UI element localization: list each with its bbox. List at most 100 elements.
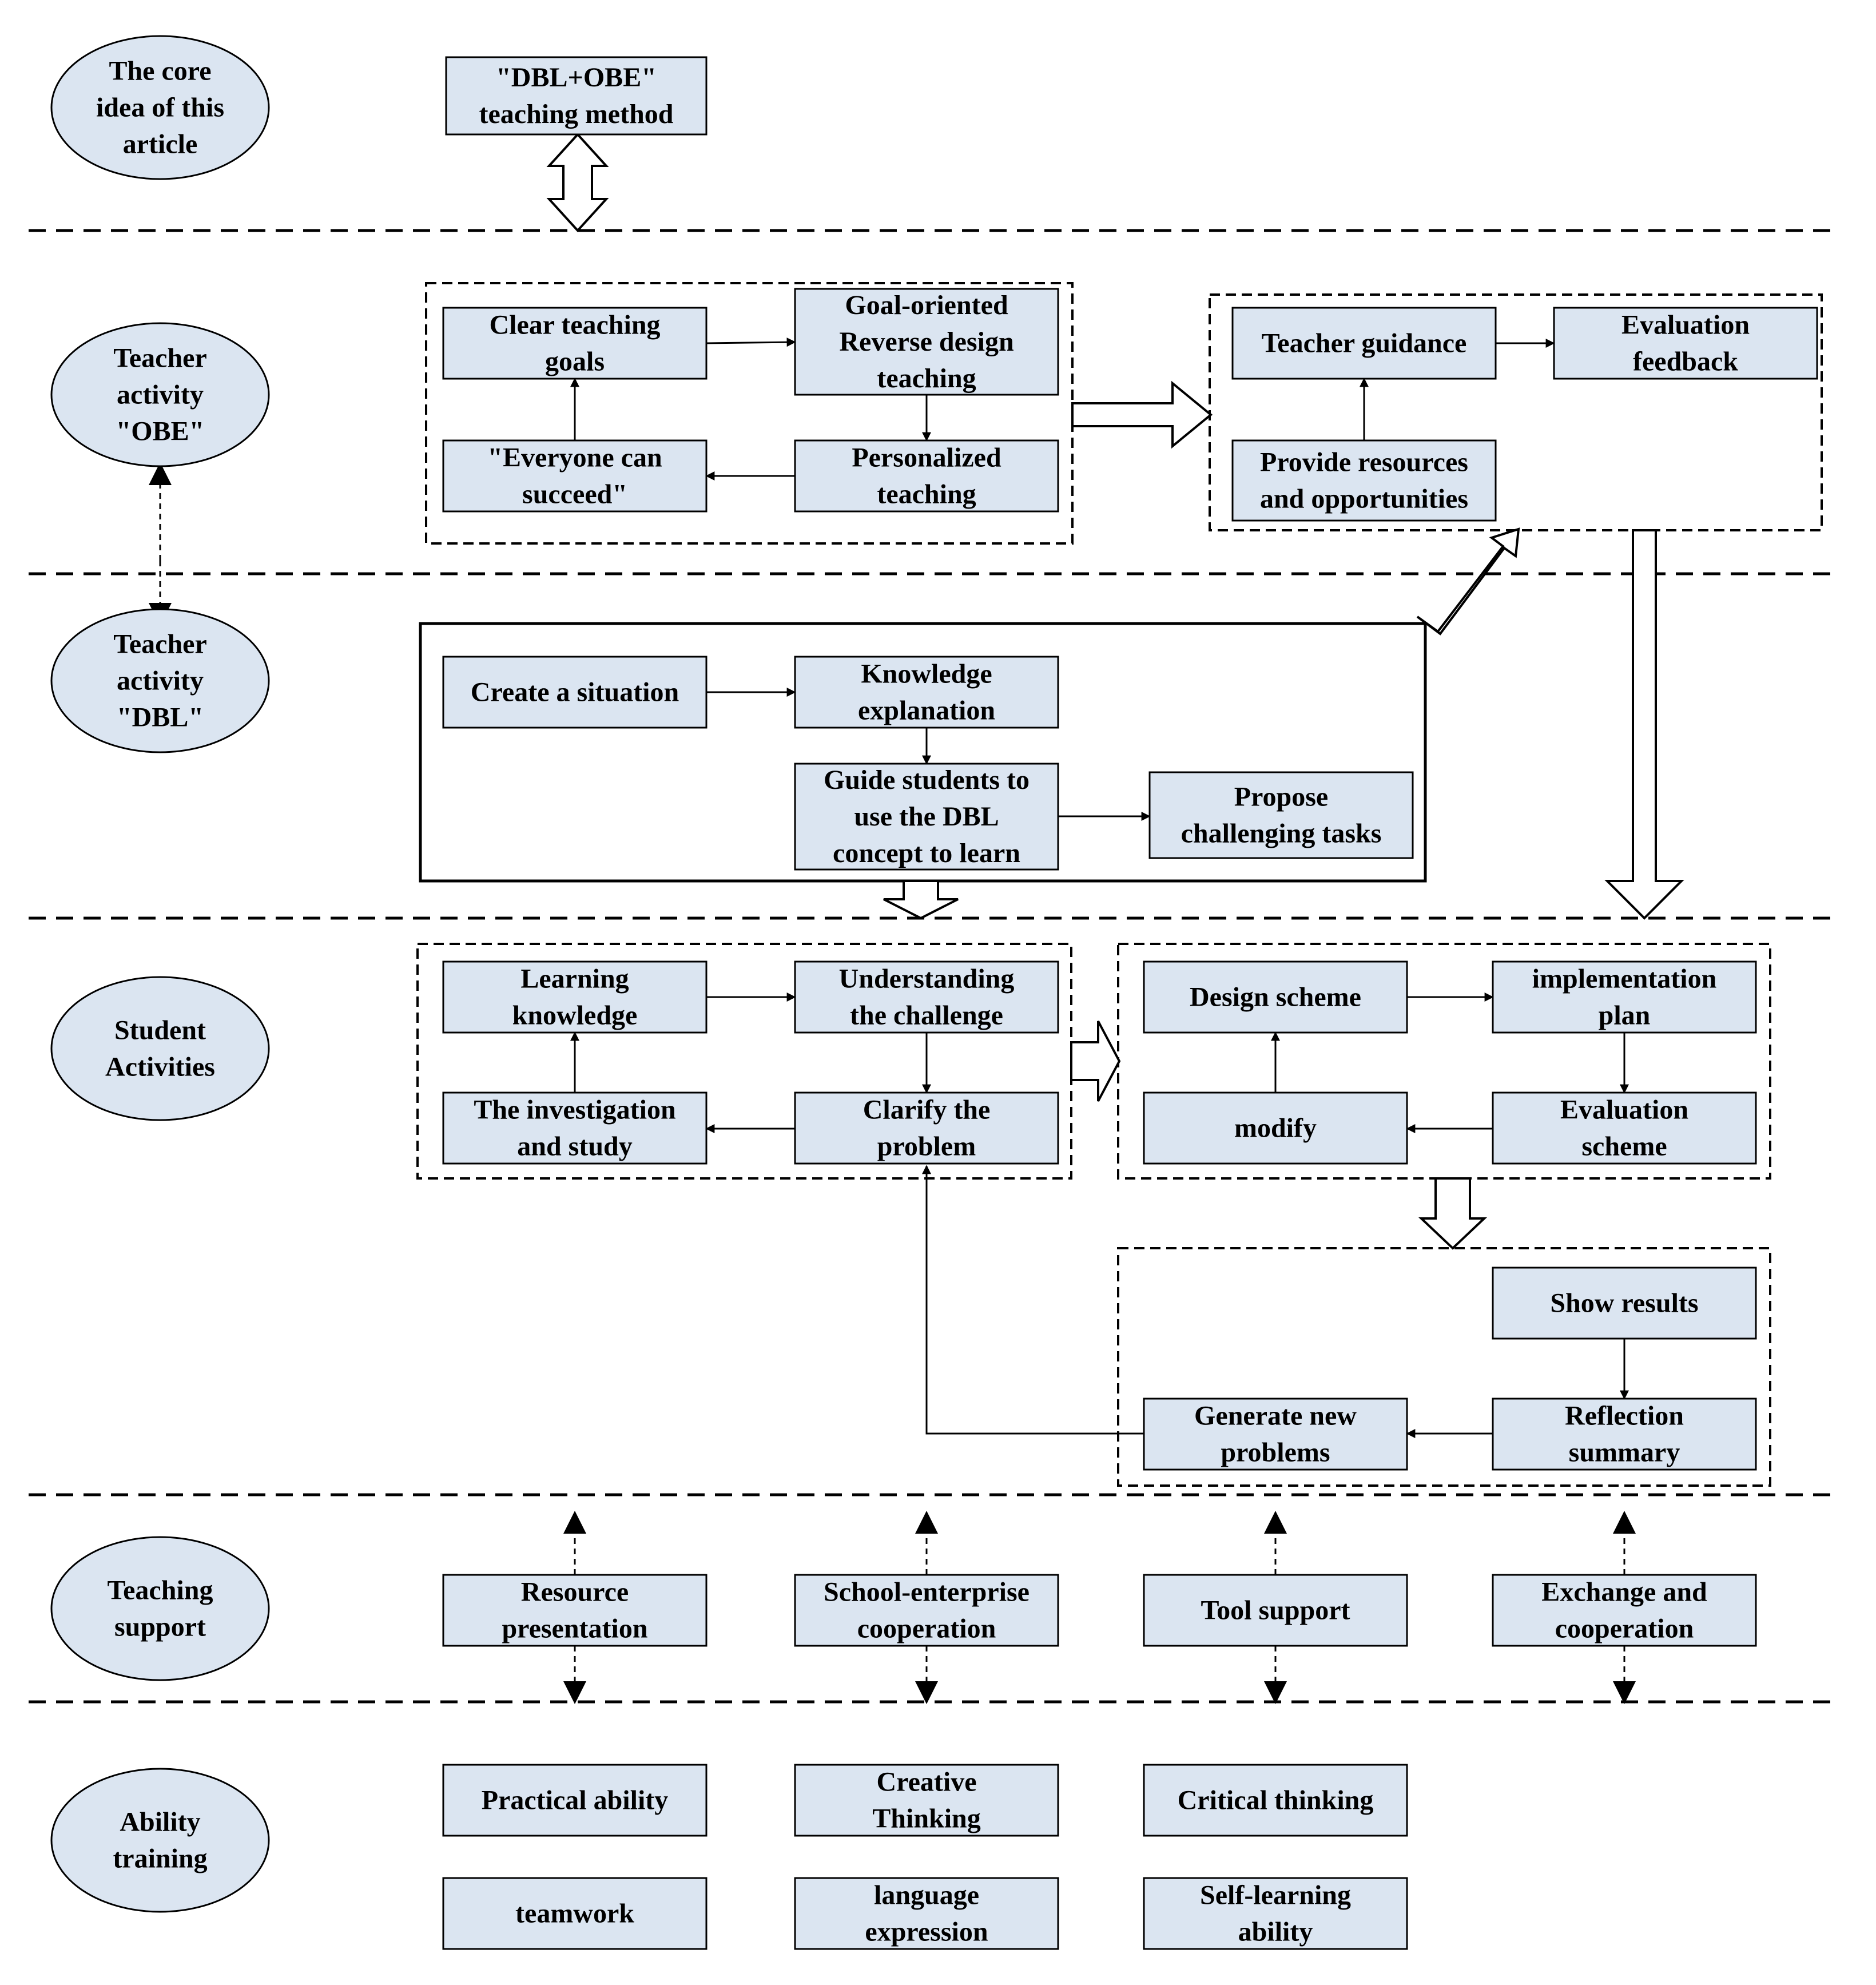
label-line: problem	[877, 1132, 976, 1162]
node-box	[442, 656, 708, 729]
label-line: activity	[117, 666, 204, 696]
label-line: Clear teaching	[489, 310, 660, 340]
label-line: teaching	[877, 479, 976, 510]
label-line: modify	[1234, 1113, 1317, 1144]
node-box	[445, 56, 708, 136]
node-box	[442, 1091, 708, 1165]
label-line: Reflection	[1565, 1401, 1684, 1431]
lane-ellipse	[50, 35, 270, 180]
label-line: use the DBL	[854, 801, 999, 832]
label-line: Teacher guidance	[1262, 328, 1467, 359]
lane-ellipse	[50, 1768, 270, 1913]
node-box	[442, 960, 708, 1034]
label-line: ability	[1238, 1917, 1313, 1947]
label-line: Creative	[876, 1767, 976, 1797]
label-line: School-enterprise	[824, 1577, 1030, 1607]
node-tool-support: Tool support	[1143, 1574, 1408, 1647]
node-teamwork: teamwork	[442, 1877, 708, 1950]
label-line: summary	[1569, 1438, 1680, 1468]
label-line: cooperation	[857, 1614, 996, 1644]
label-line: presentation	[502, 1614, 647, 1644]
student-results-group	[1117, 1247, 1771, 1487]
label-line: and study	[517, 1132, 632, 1162]
label-line: "DBL"	[117, 702, 204, 733]
generate-to-clarify-arrow	[922, 1165, 1144, 1435]
label-line: article	[123, 129, 198, 160]
node-box	[1492, 1267, 1757, 1340]
label-line: Student	[114, 1015, 206, 1046]
label-line: Design scheme	[1190, 982, 1361, 1013]
label-line: The core	[109, 56, 211, 86]
label-line: Understanding	[839, 964, 1015, 994]
lane-ellipse	[50, 608, 270, 753]
label-line: Knowledge	[861, 659, 992, 689]
label-line: goals	[545, 347, 605, 377]
node-box	[794, 1764, 1059, 1837]
node-box	[1143, 1398, 1408, 1471]
node-box	[794, 656, 1059, 729]
node-box	[1231, 439, 1497, 522]
label-line: cooperation	[1555, 1614, 1694, 1644]
lane-ellipse	[50, 976, 270, 1121]
node-critical-thinking: Critical thinking	[1143, 1764, 1408, 1837]
node-box	[442, 1877, 708, 1950]
label-line: Resource	[521, 1577, 629, 1607]
node-box	[1143, 1764, 1408, 1837]
label-line: scheme	[1581, 1132, 1667, 1162]
feedback-to-student-design-arrow	[1604, 529, 1684, 920]
node-school-enterprise: School-enterprise cooperation	[794, 1574, 1059, 1647]
label-line: Teacher	[113, 629, 207, 660]
label-line: activity	[117, 380, 204, 410]
lane-label-support: Teaching support	[50, 1536, 270, 1681]
label-line: Thinking	[872, 1804, 980, 1834]
lane-label-dbl: Teacher activity "DBL"	[50, 608, 270, 753]
node-box	[1143, 960, 1408, 1034]
label-line: Reverse design	[839, 327, 1013, 357]
label-line: challenging tasks	[1181, 819, 1382, 849]
node-box	[794, 288, 1059, 396]
label-line: Activities	[105, 1052, 215, 1082]
label-line: Guide students to	[824, 765, 1030, 795]
label-line: Self-learning	[1200, 1880, 1351, 1911]
node-box	[794, 960, 1059, 1034]
label-line: Ability	[120, 1807, 200, 1837]
label-line: language	[874, 1880, 979, 1911]
node-modify: modify	[1143, 1091, 1408, 1165]
lane-label-core: The core idea of this article	[50, 35, 270, 180]
label-line: the challenge	[850, 1001, 1003, 1031]
node-box	[1231, 307, 1497, 380]
node-box	[1492, 1398, 1757, 1471]
label-line: Practical ability	[482, 1785, 669, 1816]
label-line: teaching	[877, 363, 976, 394]
label-line: idea of this	[96, 93, 224, 123]
label-line: problems	[1221, 1438, 1330, 1468]
label-line: Teaching	[108, 1575, 213, 1606]
label-line: support	[114, 1612, 206, 1642]
design-to-results-group-arrow	[1418, 1177, 1488, 1250]
label-line: teaching method	[479, 99, 674, 129]
node-box	[794, 1574, 1059, 1647]
label-line: Teacher	[113, 343, 207, 374]
node-box	[1492, 1574, 1757, 1647]
label-line: Goal-oriented	[845, 290, 1008, 320]
node-box	[442, 1764, 708, 1837]
label-line: plan	[1599, 1001, 1651, 1031]
label-line: Learning	[520, 964, 629, 994]
label-line: Create a situation	[471, 677, 679, 708]
lane-ellipse	[50, 322, 270, 467]
lane-label-obe: Teacher activity "OBE"	[50, 322, 270, 467]
label-line: expression	[865, 1917, 988, 1947]
label-line: "OBE"	[116, 416, 205, 447]
label-line: succeed"	[522, 479, 627, 510]
label-line: Critical thinking	[1178, 1785, 1374, 1816]
node-box	[794, 763, 1059, 871]
node-box	[1492, 1091, 1757, 1165]
